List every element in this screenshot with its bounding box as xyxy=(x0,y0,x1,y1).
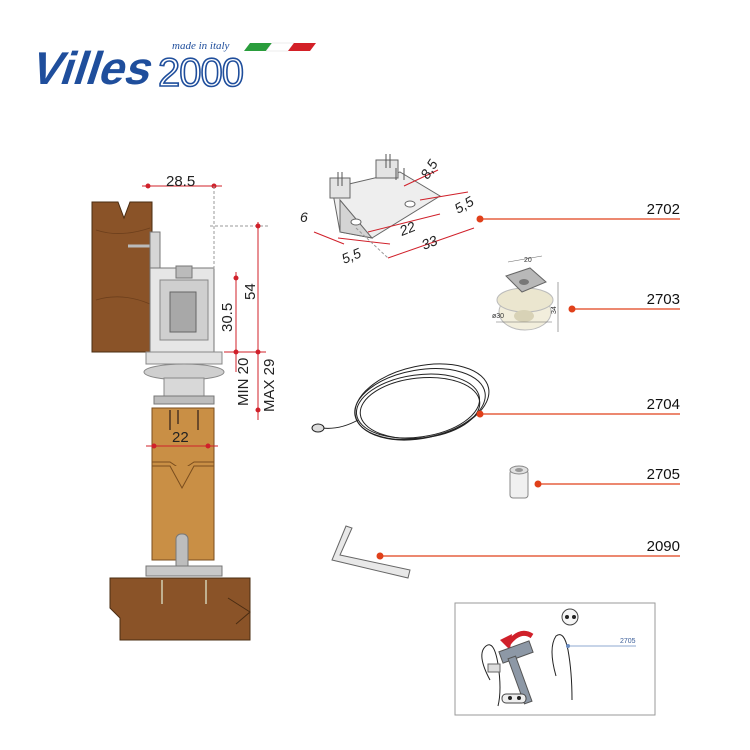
dim-bracket-d3: 6 xyxy=(300,209,308,225)
cable-2704 xyxy=(311,363,490,441)
top-wood-beam xyxy=(91,201,153,353)
brand-model: 2000 xyxy=(158,51,243,95)
section-view xyxy=(91,201,251,641)
part-code-2090: 2090 xyxy=(647,538,680,555)
dim-roller-height: 34 xyxy=(551,306,558,314)
floor-wood xyxy=(109,577,251,641)
dim-bracket-d6: 5,5 xyxy=(339,245,363,267)
bottom-guide xyxy=(175,533,189,571)
dim-door-width: 22 xyxy=(172,429,189,446)
assembly-inset xyxy=(454,602,656,716)
dim-bracket-d2: 5,5 xyxy=(452,193,477,217)
dim-gap-max: MAX 29 xyxy=(261,359,278,412)
bracket-dimensions xyxy=(313,169,475,259)
dim-height-profile: 30.5 xyxy=(219,303,236,332)
section-dimensions xyxy=(142,183,268,449)
part-code-2703: 2703 xyxy=(647,291,680,308)
dim-roller-top: 20 xyxy=(524,257,532,264)
hex-key-2090 xyxy=(331,525,411,579)
flag-red xyxy=(288,43,316,51)
part-code-2704: 2704 xyxy=(647,396,680,413)
part-code-2702: 2702 xyxy=(647,201,680,218)
sleeve-2705 xyxy=(509,465,529,499)
dim-bracket-d5: 33 xyxy=(419,232,440,253)
dim-gap-min: MIN 20 xyxy=(235,358,252,406)
dim-width-top: 28.5 xyxy=(166,173,195,190)
brand-logo: Villes 2000 made in italy xyxy=(25,40,316,96)
inset-label: 2705 xyxy=(620,638,636,645)
bracket-2702 xyxy=(329,154,441,239)
leader-lines xyxy=(380,218,680,557)
brand-name: Villes xyxy=(25,43,161,95)
dim-height-total: 54 xyxy=(242,283,259,300)
part-code-2705: 2705 xyxy=(647,466,680,483)
dim-roller-diameter: ø30 xyxy=(492,313,504,320)
roller-2703 xyxy=(496,267,554,331)
dim-bracket-d4: 22 xyxy=(396,218,418,239)
flag-green xyxy=(244,43,272,51)
brand-tagline: made in italy xyxy=(172,40,230,52)
